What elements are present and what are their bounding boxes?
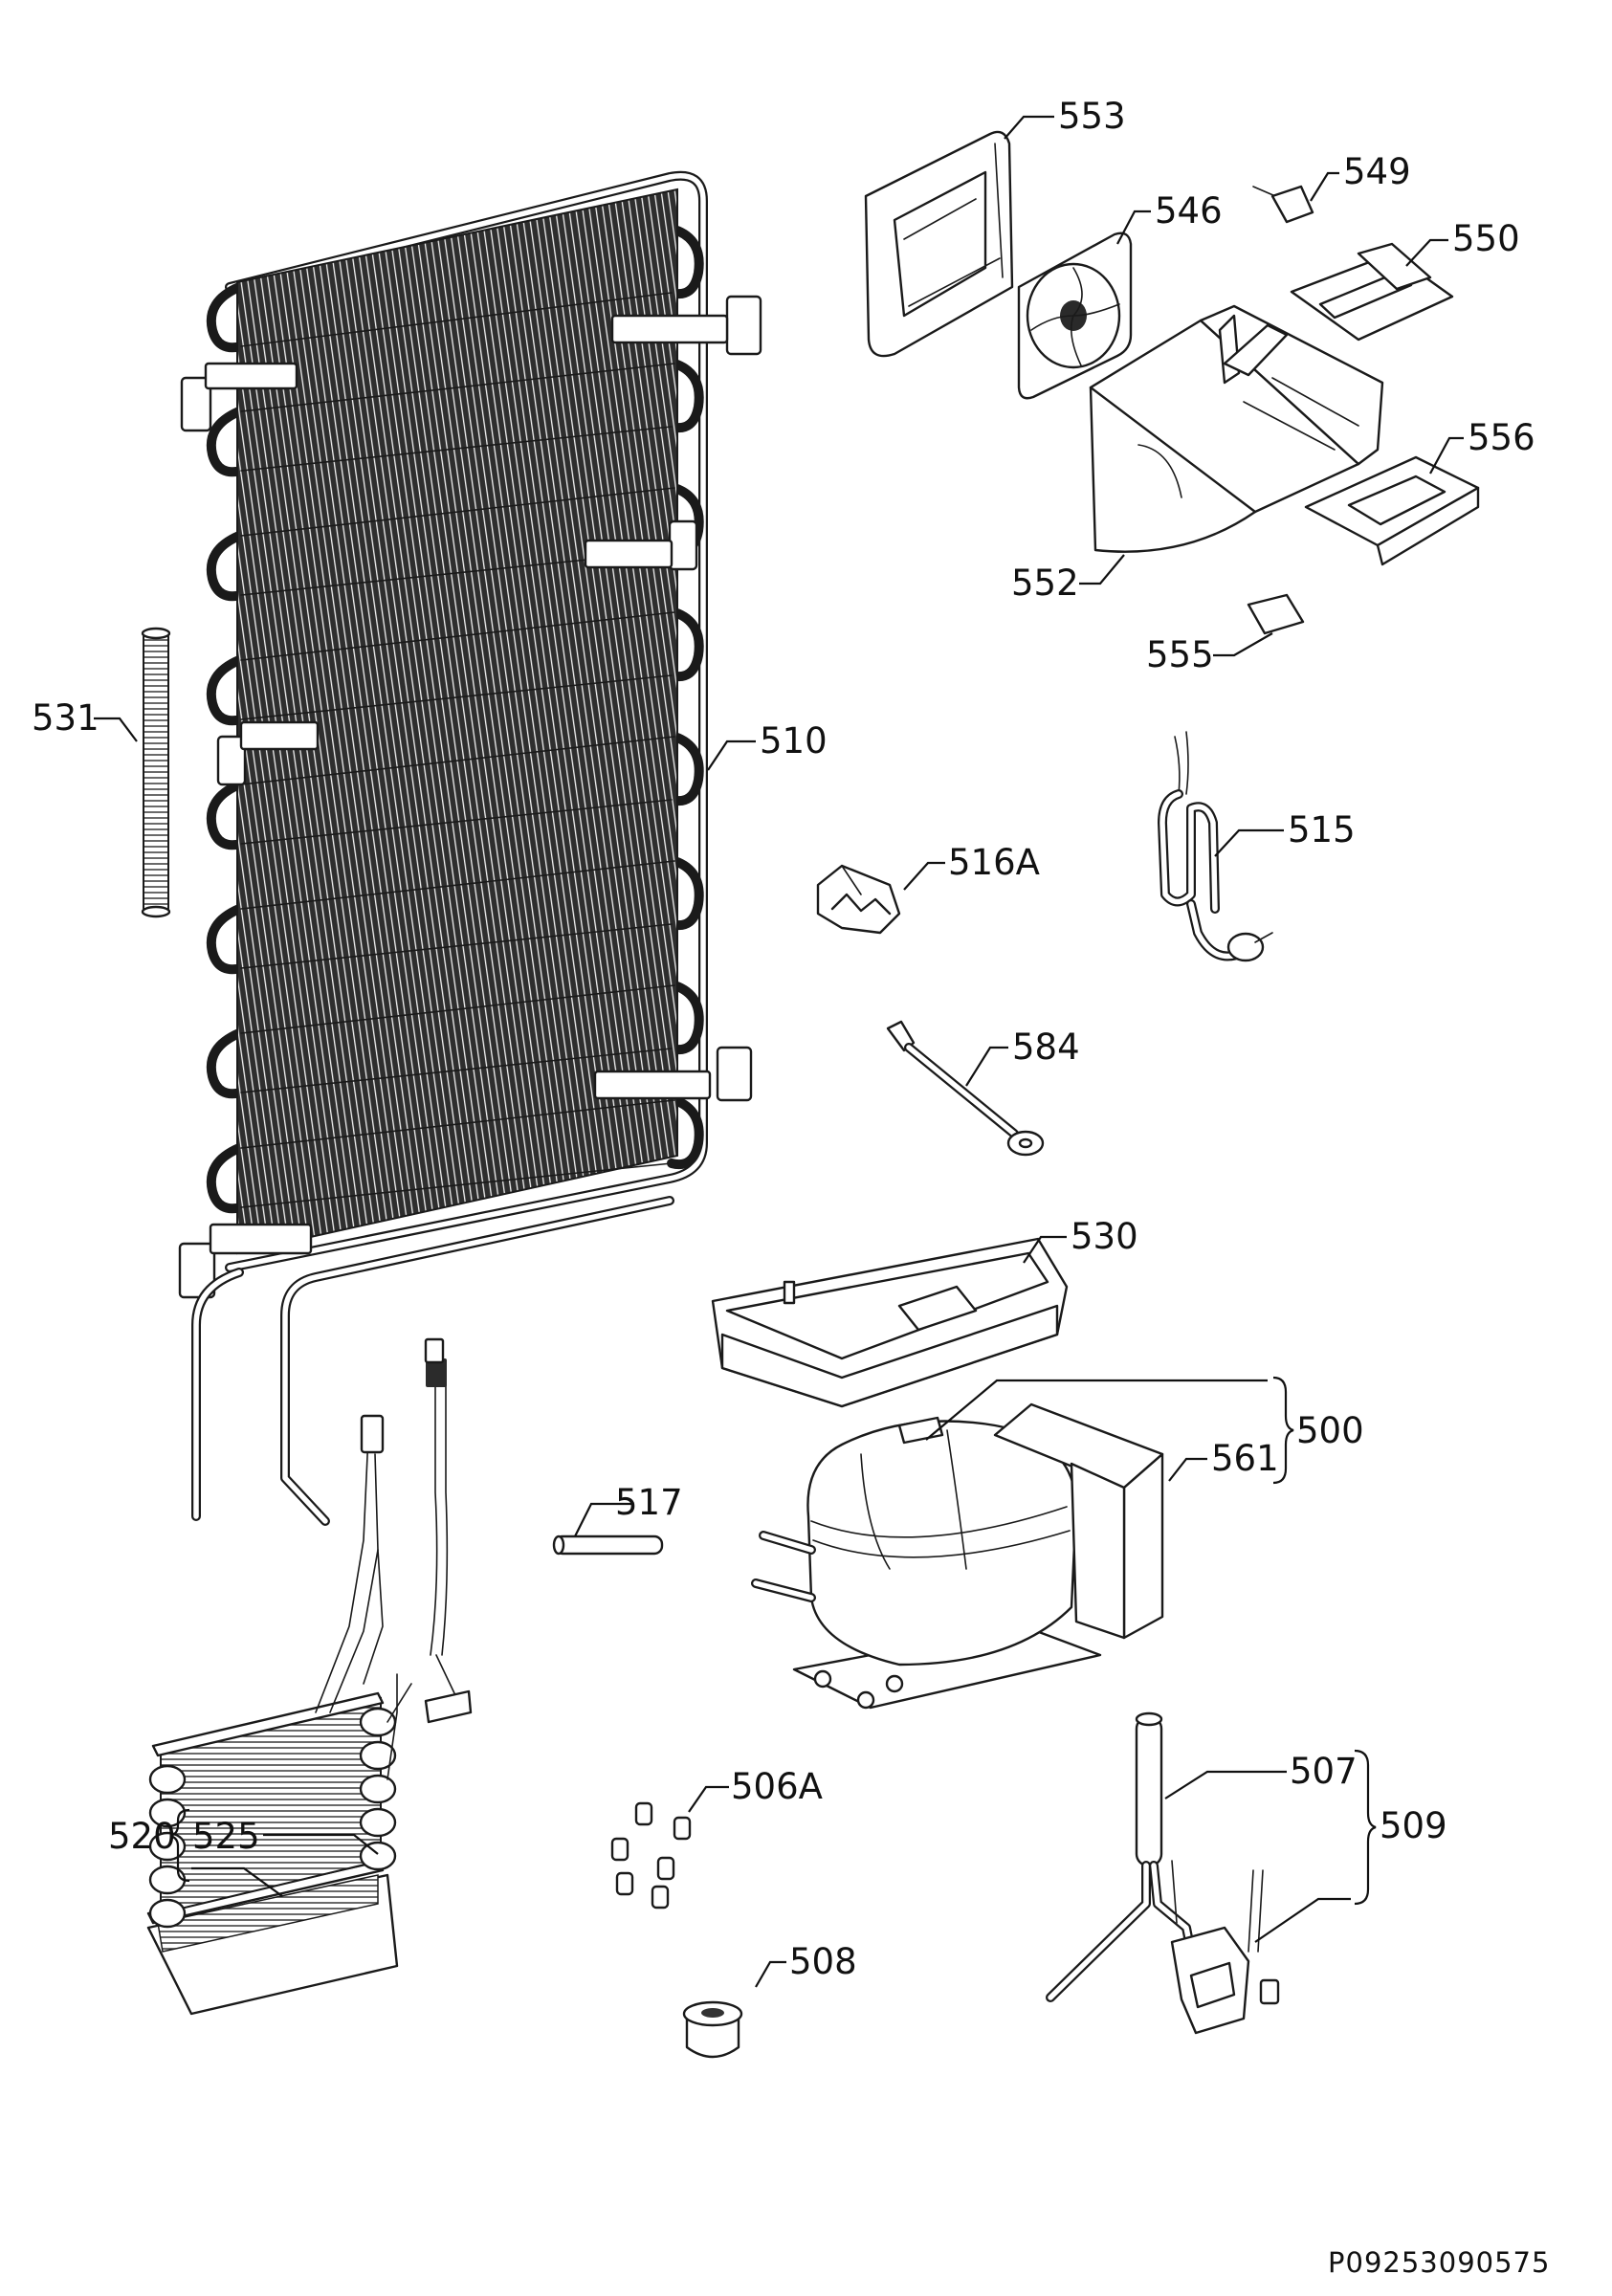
condenser-brackets <box>178 295 762 1299</box>
clip-516A <box>816 864 901 935</box>
label-550: 550 <box>1452 218 1520 259</box>
condenser-wire-field <box>236 188 678 1255</box>
label-520: 520 <box>108 1816 176 1857</box>
condenser-tube-passes <box>240 292 675 1208</box>
base-tray-530 <box>711 1237 1069 1408</box>
condenser-outlet-pipe-left <box>191 1268 244 1521</box>
label-549: 549 <box>1343 151 1411 192</box>
defrost-heater-515 <box>1158 731 1273 962</box>
leader-lines <box>94 115 1464 1988</box>
brace-509 <box>1354 1749 1377 1906</box>
label-531: 531 <box>32 697 99 739</box>
drawing-code: P09253090575 <box>1328 2246 1550 2279</box>
label-500: 500 <box>1296 1410 1364 1451</box>
label-584: 584 <box>1012 1027 1080 1068</box>
fan-546 <box>1017 232 1133 400</box>
condenser-right-bends <box>667 225 704 1169</box>
probe-584 <box>886 1020 1045 1157</box>
label-515: 515 <box>1288 809 1356 850</box>
evaporator-housing-552 <box>1089 304 1384 553</box>
brace-520 <box>169 1808 190 1883</box>
label-555: 555 <box>1146 634 1214 675</box>
tube-517 <box>552 1534 664 1556</box>
label-525: 525 <box>192 1816 260 1857</box>
grommet-508 <box>682 2000 743 2059</box>
label-546: 546 <box>1155 190 1223 232</box>
label-552: 552 <box>1011 563 1079 604</box>
tray-556 <box>1304 455 1480 566</box>
label-508: 508 <box>789 1941 857 1982</box>
evaporator-tube-bends <box>148 1707 397 1929</box>
sensor-pcb-549 <box>1252 185 1314 224</box>
label-516A: 516A <box>948 842 1040 883</box>
drier-valve-509 <box>1046 1711 1280 2035</box>
brace-500 <box>1272 1376 1294 1485</box>
label-556: 556 <box>1468 417 1535 458</box>
label-507: 507 <box>1290 1751 1358 1792</box>
evaporator-520 <box>146 1337 473 2016</box>
pad-555 <box>1247 593 1305 635</box>
label-561: 561 <box>1211 1438 1279 1479</box>
damper-550 <box>1290 242 1454 342</box>
label-506A: 506A <box>731 1766 823 1807</box>
label-510: 510 <box>760 720 828 762</box>
relay-box-561 <box>993 1402 1164 1640</box>
label-553: 553 <box>1058 96 1126 137</box>
condenser-left-bends <box>206 282 246 1214</box>
callout-labels: 553 549 546 550 556 552 555 531 510 515 … <box>32 96 1550 2279</box>
spring-531 <box>141 627 171 918</box>
condenser-510 <box>178 170 762 1526</box>
duct-cover-553 <box>864 130 1014 358</box>
label-517: 517 <box>615 1482 683 1523</box>
label-530: 530 <box>1071 1216 1138 1257</box>
label-509: 509 <box>1380 1805 1447 1846</box>
plugs-506A <box>610 1801 692 1910</box>
compressor-500 <box>751 1416 1102 1710</box>
